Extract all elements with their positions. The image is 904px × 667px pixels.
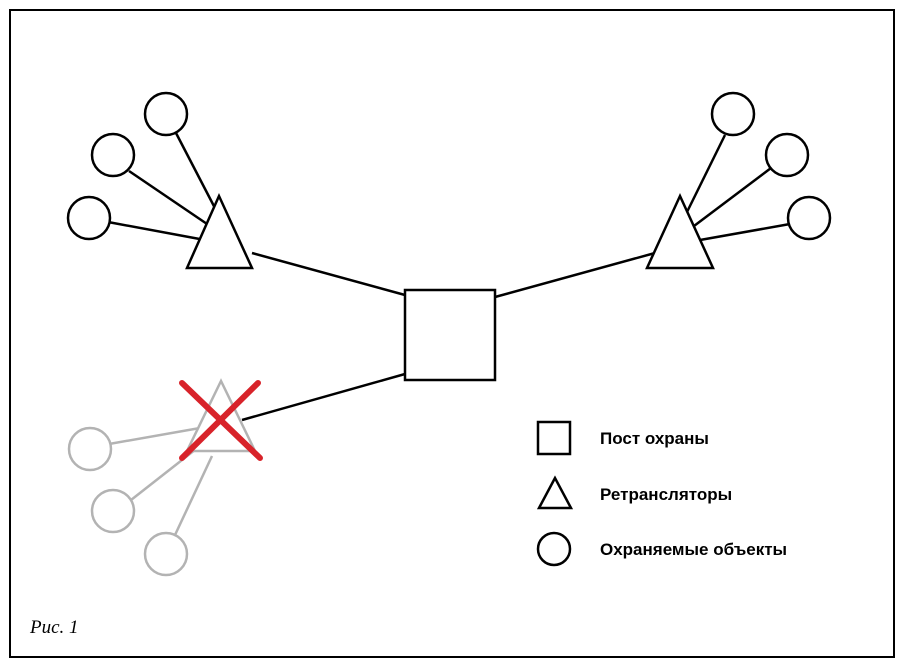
- protected-object: [764, 132, 810, 178]
- object-link: [699, 222, 791, 242]
- link-post-to-right-repeater: [494, 251, 656, 299]
- repeater-left-cluster: [66, 91, 254, 270]
- object-link: [107, 220, 206, 242]
- legend-square-icon: [536, 420, 572, 456]
- object-link: [128, 169, 211, 228]
- protected-object: [786, 195, 832, 241]
- protected-object: [143, 91, 189, 137]
- repeater-failed-cluster: [67, 378, 263, 577]
- object-link: [108, 426, 201, 446]
- object-links-right: [685, 134, 791, 242]
- protected-object: [67, 426, 113, 472]
- link-post-to-failed-repeater: [241, 372, 406, 422]
- legend-label-objects: Охраняемые объекты: [600, 540, 787, 559]
- legend-label-repeaters: Ретрансляторы: [600, 485, 732, 504]
- security-post: [403, 288, 497, 382]
- figure-caption: Рис. 1: [29, 617, 79, 638]
- protected-object: [90, 132, 136, 178]
- protected-object: [143, 531, 189, 577]
- repeater-left: [185, 192, 254, 270]
- protected-object: [90, 488, 136, 534]
- object-link: [173, 455, 214, 536]
- repeater-right: [645, 192, 715, 270]
- post-links: [241, 251, 656, 422]
- object-links-left: [107, 132, 219, 242]
- legend-circle-icon: [536, 531, 572, 567]
- protected-object: [66, 195, 112, 241]
- link-post-to-left-repeater: [251, 251, 406, 297]
- protected-object: [710, 91, 756, 137]
- failure-cross-icon: [179, 380, 263, 461]
- legend: Пост охраны Ретрансляторы Охраняемые объ…: [536, 420, 787, 567]
- object-link: [685, 134, 727, 213]
- object-link: [693, 167, 772, 227]
- repeater-right-cluster: [645, 91, 832, 270]
- legend-label-post: Пост охраны: [600, 429, 709, 448]
- figure-frame: [9, 9, 895, 658]
- legend-triangle-icon: [536, 475, 574, 510]
- object-link: [174, 132, 219, 213]
